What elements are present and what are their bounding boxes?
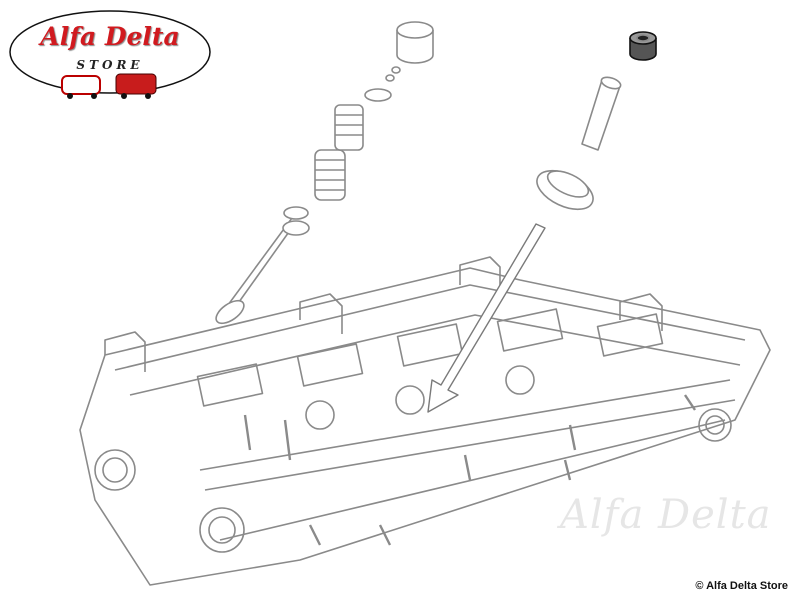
pointer-arrow (427, 223, 546, 413)
valve-guide (581, 76, 622, 151)
valve-seat-ring (536, 169, 594, 211)
valve-seal-washers (282, 206, 310, 236)
valve (215, 217, 297, 325)
spring-retainer-and-keepers (364, 66, 401, 102)
logo-title: Alfa Delta (40, 22, 180, 51)
tappet-cap (629, 31, 657, 61)
watermark-text: Alfa Delta (560, 492, 772, 538)
cam-towers (104, 256, 663, 372)
valve-springs (314, 104, 364, 201)
logo-subtitle: STORE (76, 58, 144, 72)
copyright-notice: © Alfa Delta Store (695, 580, 788, 592)
store-logo[interactable]: Alfa Delta STORE (8, 8, 212, 100)
logo-ellipse (9, 10, 211, 99)
tappet-bucket (396, 21, 434, 64)
cylinder-head (79, 256, 771, 586)
red-classic-car-icon (61, 73, 157, 99)
